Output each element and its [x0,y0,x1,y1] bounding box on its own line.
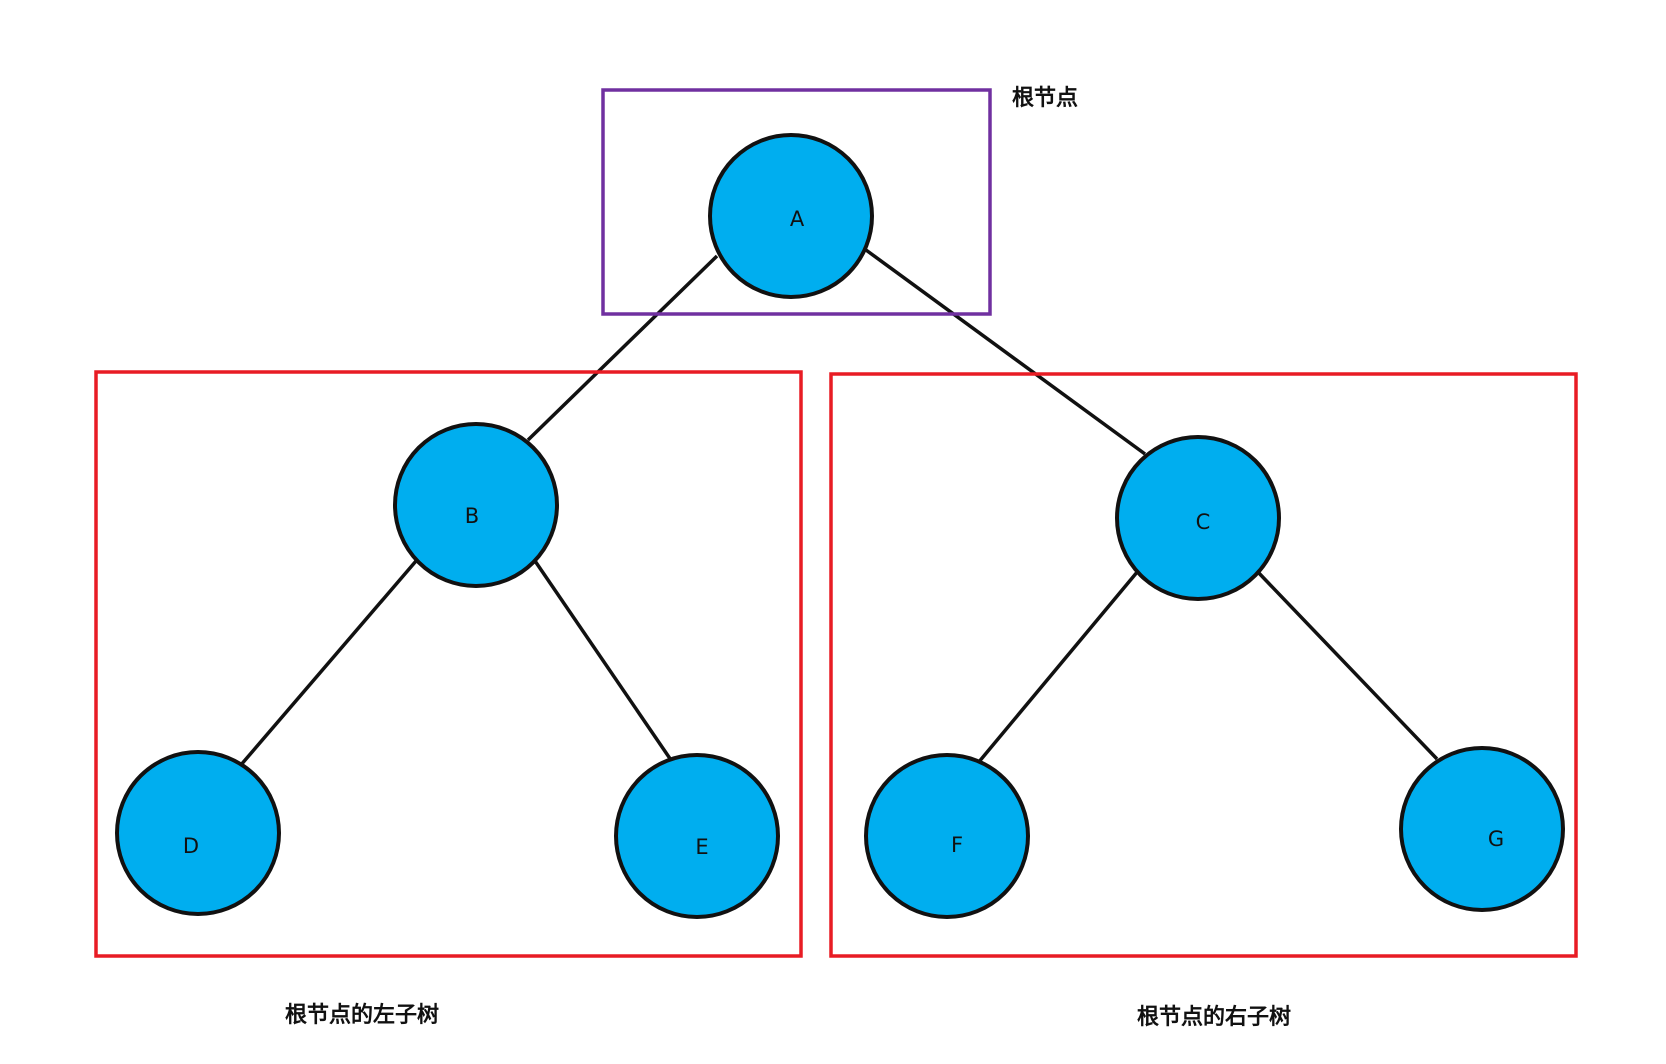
edge-a-c [864,248,1147,456]
node-d-circle [115,750,281,916]
node-f: F [864,753,1030,919]
node-b-label: B [465,504,479,528]
node-f-circle [864,753,1030,919]
node-b: B [393,422,559,588]
node-g-circle [1399,746,1565,912]
node-c: C [1115,435,1281,601]
right-subtree-box [829,372,1578,958]
edge-b-d [238,559,418,768]
node-c-label: C [1196,510,1211,534]
root-box [601,88,992,316]
node-g-label: G [1488,827,1504,851]
node-c-circle [1115,435,1281,601]
node-e-label: E [695,835,708,859]
edge-b-e [531,557,675,764]
edge-c-f [976,569,1140,765]
right-subtree-caption: 根节点的右子树 [1137,1004,1291,1030]
node-a: A [708,133,874,299]
edge-a-b [526,254,719,442]
node-e: E [614,753,780,919]
node-f-label: F [951,833,963,857]
edges [238,248,1439,768]
node-d-label: D [183,834,199,858]
left-subtree-caption: 根节点的左子树 [285,1002,439,1028]
node-b-circle [393,422,559,588]
node-e-circle [614,753,780,919]
node-a-circle [708,133,874,299]
left-subtree-box [94,370,803,958]
root-node-caption: 根节点 [1012,85,1078,111]
node-a-label: A [790,207,805,231]
edge-c-g [1254,568,1439,761]
node-g: G [1399,746,1565,912]
node-d: D [115,750,281,916]
